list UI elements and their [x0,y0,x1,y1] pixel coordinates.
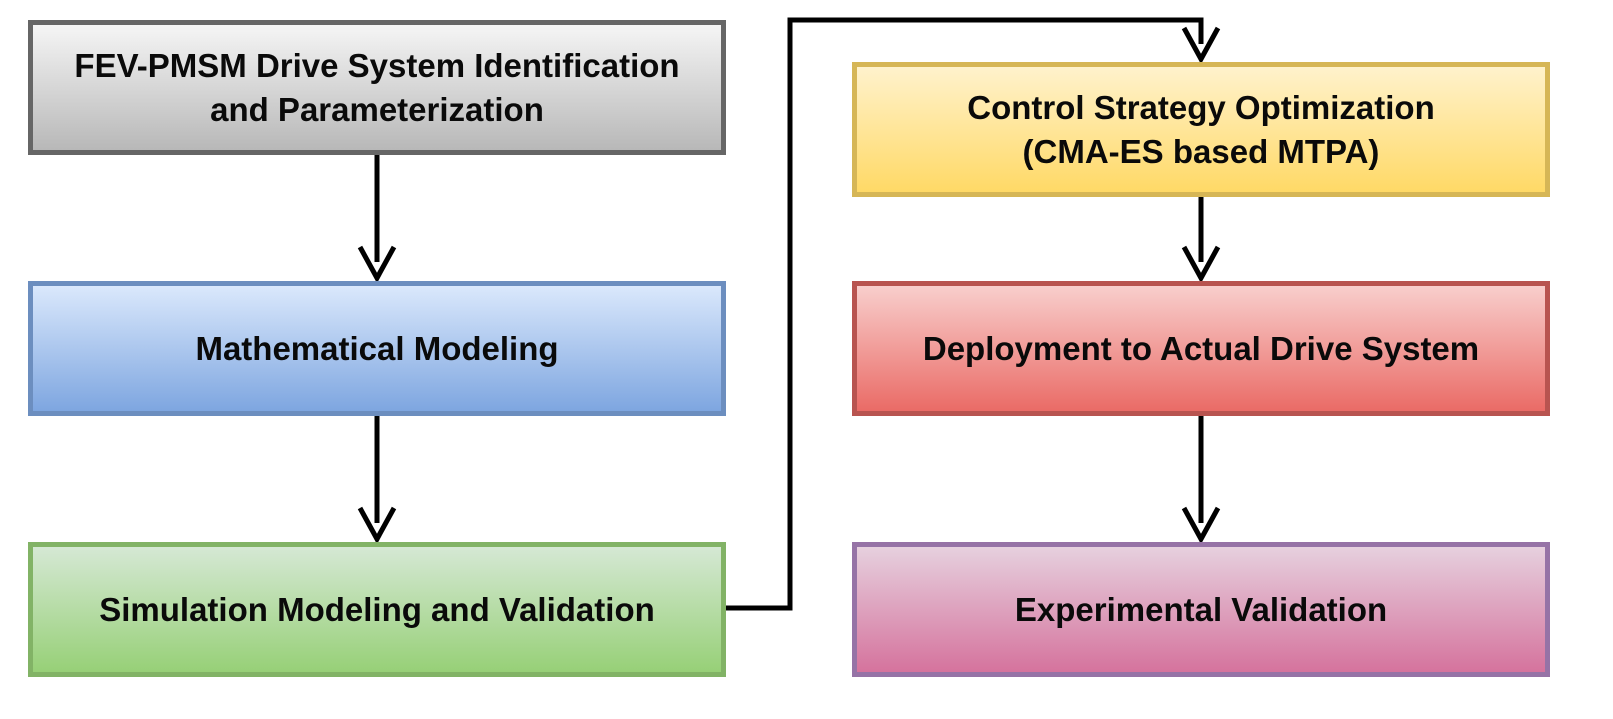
step-control-optimization-line1: Control Strategy Optimization [967,88,1435,126]
step-control-optimization-text: Control Strategy Optimization (CMA-ES ba… [967,86,1435,174]
step-system-identification-line1: FEV-PMSM Drive System Identification [74,46,680,84]
step-system-identification-text: FEV-PMSM Drive System Identification and… [74,44,679,132]
step-simulation-modeling-label: Simulation Modeling and Validation [99,590,655,628]
step-simulation-modeling: Simulation Modeling and Validation [28,542,726,677]
arrowhead-ctrl-to-deploy [1181,245,1221,284]
step-experimental-validation: Experimental Validation [852,542,1550,677]
step-control-optimization-line2: (CMA-ES based MTPA) [1022,132,1380,170]
arrowhead-sim-to-ctrl [1181,26,1221,65]
step-mathematical-modeling: Mathematical Modeling [28,281,726,416]
arrowhead-math-to-sim [357,506,397,545]
step-system-identification: FEV-PMSM Drive System Identification and… [28,20,726,155]
step-control-optimization: Control Strategy Optimization (CMA-ES ba… [852,62,1550,197]
step-mathematical-modeling-label: Mathematical Modeling [195,329,559,367]
step-system-identification-line2: and Parameterization [210,90,544,128]
arrowhead-fev-to-math [357,245,397,284]
arrowhead-deploy-to-exp [1181,506,1221,545]
step-deployment-label: Deployment to Actual Drive System [922,329,1480,367]
step-experimental-validation-label: Experimental Validation [1014,590,1388,628]
step-deployment: Deployment to Actual Drive System [852,281,1550,416]
